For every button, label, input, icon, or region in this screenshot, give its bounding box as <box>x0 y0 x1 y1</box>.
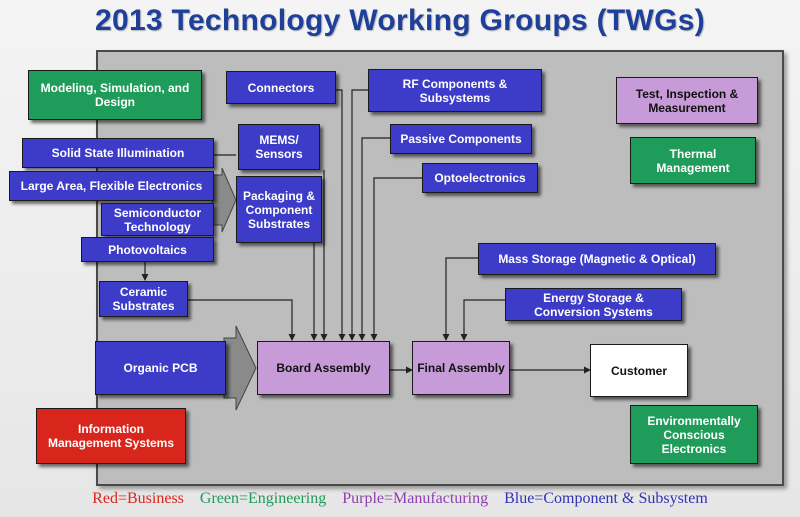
legend-business: Red=Business <box>92 490 184 507</box>
box-optoelectronics: Optoelectronics <box>422 163 538 193</box>
line-mass-to-final <box>442 257 478 341</box>
box-info-management: Information Management Systems <box>36 408 186 464</box>
box-customer: Customer <box>590 344 688 397</box>
line-ceramic-to-board <box>188 299 296 341</box>
box-photovoltaics: Photovoltaics <box>81 237 214 262</box>
color-legend: Red=Business Green=Engineering Purple=Ma… <box>0 490 800 508</box>
box-mems: MEMS/ Sensors <box>238 124 320 170</box>
box-passive: Passive Components <box>390 124 532 154</box>
box-organic-pcb: Organic PCB <box>95 341 226 395</box>
box-thermal: Thermal Management <box>630 137 756 184</box>
box-energy-storage: Energy Storage & Conversion Systems <box>505 288 682 321</box>
box-modeling: Modeling, Simulation, and Design <box>28 70 202 120</box>
legend-engineering: Green=Engineering <box>199 490 327 507</box>
legend-component: Blue=Component & Subsystem <box>504 490 708 507</box>
box-solid-state: Solid State Illumination <box>22 138 214 168</box>
box-environmental: Environmentally Conscious Electronics <box>630 405 758 464</box>
line-rf-to-board <box>348 89 368 341</box>
box-board-assembly: Board Assembly <box>257 341 390 395</box>
box-test: Test, Inspection & Measurement <box>616 77 758 124</box>
block-arrow-packaging <box>211 167 237 233</box>
line-energy-to-final <box>460 299 505 341</box>
box-ceramic: Ceramic Substrates <box>99 281 188 317</box>
box-connectors: Connectors <box>226 71 336 104</box>
box-semiconductor: Semiconductor Technology <box>101 203 214 236</box>
line-passive-to-board <box>358 137 390 341</box>
line-connectors-to-board <box>336 89 346 341</box>
box-rf: RF Components & Subsystems <box>368 69 542 112</box>
block-arrow-organic <box>223 325 257 411</box>
box-large-area: Large Area, Flexible Electronics <box>9 171 214 201</box>
line-opto-to-board <box>370 177 422 341</box>
page-title: 2013 Technology Working Groups (TWGs) <box>94 4 706 37</box>
box-mass-storage: Mass Storage (Magnetic & Optical) <box>478 243 716 275</box>
box-packaging: Packaging & Component Substrates <box>236 176 322 243</box>
box-final-assembly: Final Assembly <box>412 341 510 395</box>
legend-manufacturing: Purple=Manufacturing <box>342 490 489 507</box>
